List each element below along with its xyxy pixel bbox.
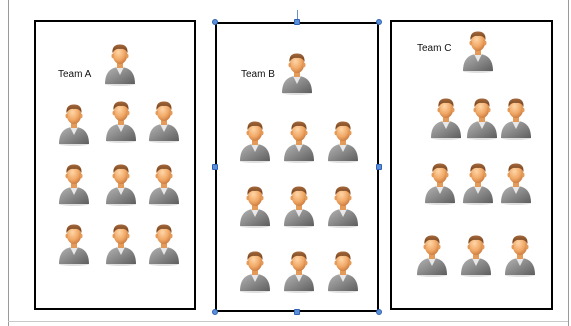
resize-handle-bottom[interactable] [294,309,300,315]
person-icon [56,102,92,146]
person-icon [281,249,317,293]
team-leader-person-icon [102,42,138,86]
team-c-label: Team C [417,43,452,54]
team-c-panel[interactable]: Team C [390,20,553,310]
resize-handle-top[interactable] [294,19,300,25]
resize-handle-top-left[interactable] [212,19,218,25]
person-icon [146,222,182,266]
right-margin-guide [568,0,569,326]
person-icon [325,184,361,228]
person-icon [281,184,317,228]
person-icon [237,184,273,228]
person-icon [458,233,494,277]
person-icon [498,161,534,205]
person-icon [103,99,139,143]
team-b-label: Team B [241,69,275,80]
person-icon [498,96,534,140]
person-icon [428,96,464,140]
person-icon [103,222,139,266]
person-icon [325,119,361,163]
team-a-panel[interactable]: Team A [34,20,196,310]
resize-handle-bottom-left[interactable] [212,309,218,315]
person-icon [460,161,496,205]
person-icon [422,161,458,205]
team-leader-person-icon [460,29,496,73]
person-icon [103,162,139,206]
left-margin-guide [8,0,9,326]
person-icon [281,119,317,163]
bottom-margin-guide [8,321,568,322]
resize-handle-top-right[interactable] [376,19,382,25]
rotate-handle-line [297,10,298,22]
resize-handle-left[interactable] [212,164,218,170]
resize-handle-right[interactable] [376,164,382,170]
team-b-panel[interactable]: Team B [215,22,379,312]
person-icon [414,233,450,277]
person-icon [464,96,500,140]
resize-handle-bottom-right[interactable] [376,309,382,315]
person-icon [56,222,92,266]
person-icon [237,119,273,163]
person-icon [237,249,273,293]
person-icon [146,99,182,143]
person-icon [325,249,361,293]
person-icon [146,162,182,206]
person-icon [56,162,92,206]
person-icon [502,233,538,277]
team-leader-person-icon [279,51,315,95]
team-a-label: Team A [58,69,92,80]
